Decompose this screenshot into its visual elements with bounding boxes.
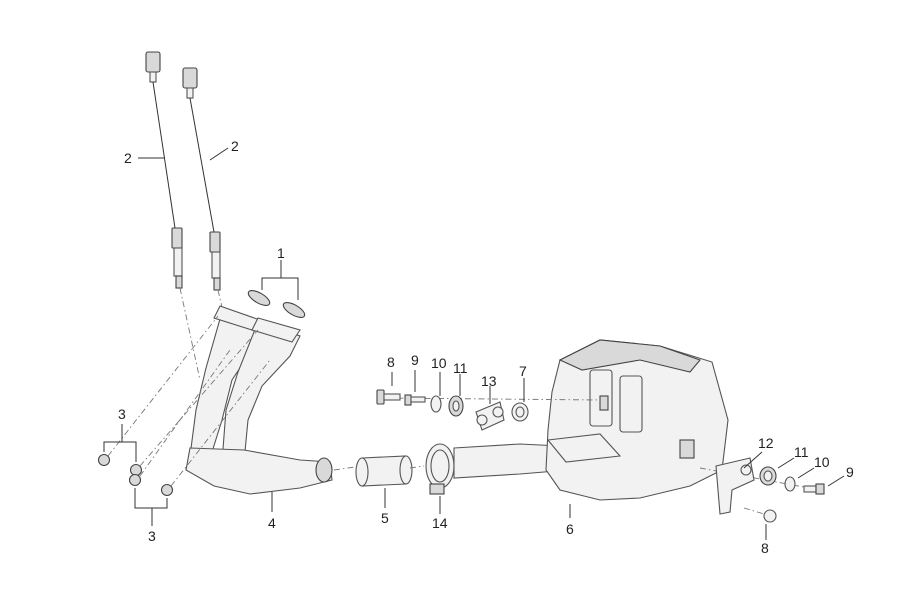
callout-8a: 8 [387, 354, 395, 370]
callout-9a: 9 [411, 352, 419, 368]
leader-11b [777, 457, 795, 469]
spacer-11-left [448, 395, 464, 417]
exhaust-clamp [425, 443, 455, 495]
bracket-13 [475, 401, 505, 431]
washer-10-right [784, 476, 796, 492]
spacer-11-right [759, 466, 777, 486]
header-nuts [97, 453, 174, 497]
muffler [453, 339, 729, 501]
leader-9b [827, 475, 845, 487]
callout-1: 1 [277, 245, 285, 261]
callout-3b: 3 [148, 528, 156, 544]
bushing-7 [511, 402, 529, 422]
callout-2b: 2 [231, 138, 239, 154]
exhaust-gaskets [247, 290, 306, 318]
callout-10b: 10 [814, 454, 830, 470]
sleeve-gasket [355, 455, 413, 487]
oxygen-sensor-right [182, 67, 221, 291]
callout-12: 12 [758, 435, 774, 451]
callout-9b: 9 [846, 464, 854, 480]
leader-3b [134, 488, 168, 509]
leader-2b [209, 147, 229, 161]
bolt-8-left [376, 389, 401, 405]
leader-10b [797, 467, 815, 479]
oxygen-sensor-left [145, 51, 183, 289]
exhaust-header [185, 305, 333, 495]
callout-5: 5 [381, 510, 389, 526]
leader-12 [743, 451, 763, 469]
bolt-9-right [803, 483, 825, 495]
callout-14: 14 [432, 515, 448, 531]
callout-8b: 8 [761, 540, 769, 556]
callout-11b: 11 [794, 444, 809, 460]
callout-7: 7 [519, 363, 527, 379]
bolt-8-right [763, 509, 777, 523]
callout-2a: 2 [124, 150, 132, 166]
washer-10-left [430, 395, 442, 413]
callout-3a: 3 [118, 406, 126, 422]
callout-4: 4 [268, 515, 276, 531]
callout-10a: 10 [431, 355, 447, 371]
callout-13: 13 [481, 373, 497, 389]
leader-3a [103, 441, 137, 462]
mount-bracket-12 [715, 457, 755, 515]
callout-6: 6 [566, 521, 574, 537]
leader-1 [261, 277, 299, 300]
bolt-9-left [404, 394, 426, 406]
callout-11a: 11 [453, 360, 468, 376]
